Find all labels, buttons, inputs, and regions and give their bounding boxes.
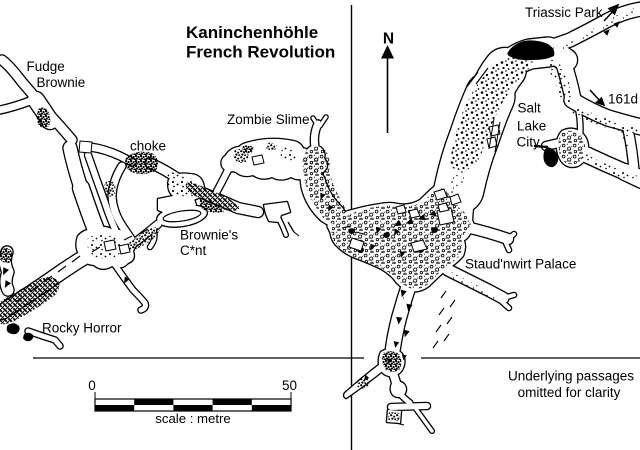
svg-text:0: 0: [88, 378, 96, 393]
svg-text:omitted for clarity: omitted for clarity: [518, 385, 621, 400]
svg-text:Triassic Park: Triassic Park: [525, 5, 603, 20]
svg-text:Brownie's: Brownie's: [180, 228, 238, 243]
svg-text:scale : metre: scale : metre: [155, 411, 231, 426]
svg-text:Brownie: Brownie: [37, 75, 86, 90]
svg-text:Lake: Lake: [517, 119, 546, 134]
svg-text:161d: 161d: [608, 92, 638, 107]
svg-text:Rocky Horror: Rocky Horror: [42, 321, 122, 336]
svg-text:Kaninchenhöhle: Kaninchenhöhle: [186, 23, 318, 42]
svg-text:C*nt: C*nt: [180, 243, 207, 258]
svg-text:City: City: [517, 135, 540, 150]
svg-text:Staud'nwirt Palace: Staud'nwirt Palace: [465, 257, 576, 272]
svg-text:Fudge: Fudge: [27, 59, 65, 74]
svg-text:Underlying passages: Underlying passages: [508, 369, 634, 384]
svg-text:Zombie Slime: Zombie Slime: [227, 112, 310, 127]
svg-text:French Revolution: French Revolution: [186, 43, 335, 62]
svg-text:50: 50: [282, 378, 297, 393]
svg-text:N: N: [383, 31, 394, 48]
svg-text:Salt: Salt: [518, 101, 542, 116]
svg-text:choke: choke: [130, 139, 166, 154]
